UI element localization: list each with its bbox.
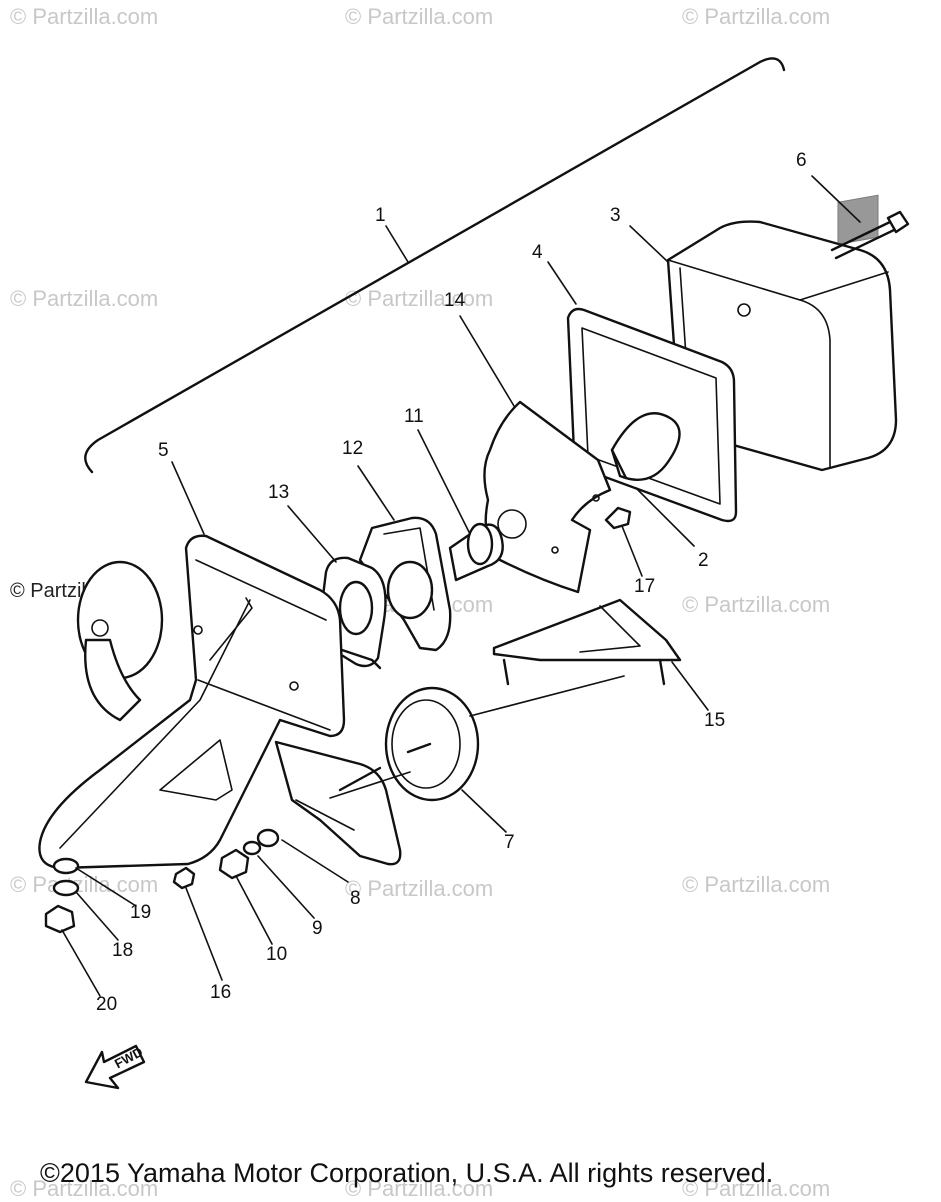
leader-3: [629, 225, 669, 263]
leader-19: [75, 867, 137, 907]
callout-2: 2: [698, 550, 709, 571]
fwd-arrow-icon: [84, 1044, 146, 1090]
screw-part-6: [830, 210, 910, 260]
leader-12: [357, 465, 395, 521]
leader-14: [459, 315, 515, 407]
callout-15: 15: [704, 710, 726, 731]
leader-18: [75, 891, 119, 941]
callout-16: 16: [210, 982, 232, 1003]
watermark-low-left: © Partzilla.com: [10, 872, 159, 897]
leader-11: [417, 429, 471, 535]
callout-20: 20: [96, 994, 118, 1015]
watermark-low-right: © Partzilla.com: [682, 872, 831, 897]
callout-7: 7: [504, 832, 515, 853]
lower-stay: [274, 740, 402, 866]
callout-5: 5: [158, 440, 169, 461]
leader-6: [811, 175, 861, 223]
license-bracket-part-5: [38, 534, 382, 870]
callout-12: 12: [342, 438, 364, 459]
callout-4: 4: [532, 242, 543, 263]
watermark-mid-center: © Partzilla.com: [345, 286, 494, 311]
callout-10: 10: [266, 944, 288, 965]
bulb-part-2: [610, 412, 681, 481]
leader-20: [61, 929, 101, 997]
holder-part-12: [358, 516, 452, 652]
leader-5: [171, 461, 205, 535]
callout-17: 17: [634, 576, 656, 597]
watermark-right-2: © Partzilla.com: [682, 592, 831, 617]
callout-3: 3: [610, 205, 621, 226]
watermark-top-right: © Partzilla.com: [682, 4, 831, 29]
socket-part-11: [448, 522, 504, 582]
watermark-bottom-left: © Partzilla.com: [10, 1176, 159, 1201]
leader-7: [461, 789, 507, 833]
leader-16: [185, 887, 223, 981]
leader-17: [621, 525, 643, 577]
callout-18: 18: [112, 940, 134, 961]
watermark-top-center: © Partzilla.com: [345, 4, 494, 29]
leader-2: [635, 487, 695, 547]
leader-8: [281, 839, 349, 883]
callout-9: 9: [312, 918, 323, 939]
callout-19: 19: [130, 902, 152, 923]
leader-4: [547, 261, 577, 305]
hardware-nuts-washers: [44, 506, 632, 934]
callout-14: 14: [444, 290, 466, 311]
leader-10: [235, 875, 273, 945]
watermark-top-left: © Partzilla.com: [10, 4, 159, 29]
watermark-bottom-right: © Partzilla.com: [682, 1176, 831, 1201]
leader-13: [287, 505, 337, 563]
leader-9: [257, 855, 315, 919]
callout-6: 6: [796, 150, 807, 171]
watermark-bottom-center: © Partzilla.com: [345, 1176, 494, 1201]
assembly-bracket: [84, 57, 786, 474]
leader-15: [671, 661, 709, 711]
guide-line-2: [329, 771, 411, 799]
watermark-low-center: © Partzilla.com: [345, 876, 494, 901]
watermark-mid-left: © Partzilla.com: [10, 286, 159, 311]
reflector-part-7: [384, 686, 480, 802]
callout-13: 13: [268, 482, 290, 503]
copyright-notice: ©2015 Yamaha Motor Corporation, U.S.A. A…: [40, 1158, 774, 1188]
stay-part-15: [492, 598, 682, 686]
callout-11: 11: [404, 406, 424, 427]
guide-line-1: [469, 675, 625, 717]
leader-1: [385, 225, 409, 263]
callout-8: 8: [350, 888, 361, 909]
left-reflector: [76, 560, 164, 722]
callout-1: 1: [375, 205, 386, 226]
